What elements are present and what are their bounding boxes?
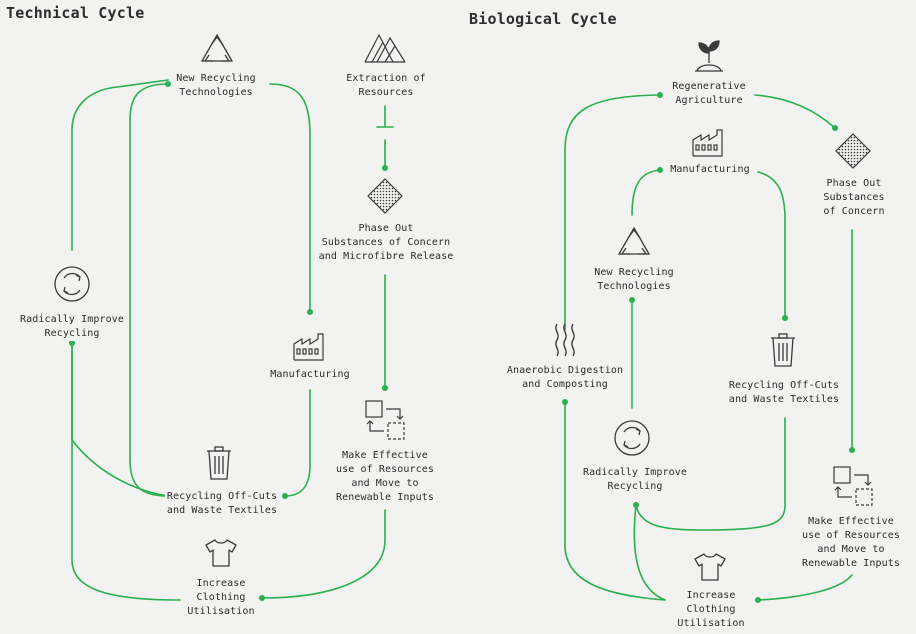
tech-manufacturing: Manufacturing <box>268 368 352 382</box>
heat-waves-icon <box>552 322 578 358</box>
diamond-pattern-icon <box>835 133 871 169</box>
connector-bio-anaerobic-to-regen <box>564 94 661 331</box>
tshirt-icon <box>693 552 727 582</box>
sprout-icon <box>693 37 725 73</box>
recycle-triangle-icon <box>200 33 234 63</box>
tshirt-icon <box>204 538 238 568</box>
tech-recycling-offcuts: Recycling Off-Cuts and Waste Textiles <box>164 490 280 518</box>
connector-tech-new-to-manufacturing <box>269 83 311 313</box>
connector-tech-radically-to-new <box>71 79 169 251</box>
bio-radically-improve-recycling: Radically Improve Recycling <box>580 466 690 494</box>
tech-increase-clothing-utilisation: Increase Clothing Utilisation <box>185 577 257 619</box>
trash-bin-icon <box>205 445 233 481</box>
resource-squares-icon <box>832 465 874 507</box>
cycle-arrows-icon <box>52 264 92 304</box>
tech-phase-out-substances: Phase Out Substances of Concern and Micr… <box>316 222 456 264</box>
diamond-pattern-icon <box>367 178 403 214</box>
connector-tech-manufacturing-to-offcuts <box>284 389 311 497</box>
biological-cycle-title: Biological Cycle <box>469 10 617 28</box>
connector-bio-radically-to-increase <box>633 504 666 601</box>
connector-bio-manufacturing-to-offcuts <box>757 171 786 319</box>
bio-recycling-offcuts: Recycling Off-Cuts and Waste Textiles <box>726 379 842 407</box>
bio-new-recycling-technologies: New Recycling Technologies <box>592 266 676 294</box>
connector-tech-increase-to-radically <box>71 342 181 601</box>
connector-tech-extraction-to-phase <box>376 105 394 169</box>
bio-manufacturing: Manufacturing <box>668 163 752 177</box>
connector-bio-make-to-increase <box>757 574 853 601</box>
trash-bin-icon <box>769 332 797 368</box>
bio-phase-out-substances: Phase Out Substances of Concern <box>821 177 887 219</box>
cycle-arrows-icon <box>612 418 652 458</box>
connector-tech-offcuts-to-new-inner <box>129 83 169 497</box>
bio-increase-clothing-utilisation: Increase Clothing Utilisation <box>675 589 747 631</box>
factory-icon <box>292 332 326 362</box>
tech-radically-improve-recycling: Radically Improve Recycling <box>17 313 127 341</box>
recycle-triangle-icon <box>617 226 651 256</box>
technical-cycle-title: Technical Cycle <box>6 4 145 22</box>
resource-squares-icon <box>364 399 406 441</box>
mountain-icon <box>363 32 407 64</box>
factory-icon <box>691 128 725 158</box>
tech-make-effective-use: Make Effective use of Resources and Move… <box>334 449 436 505</box>
connector-bio-anaerobic-to-increase <box>564 401 666 601</box>
connector-tech-make-to-increase <box>261 509 386 599</box>
bio-regenerative-agriculture: Regenerative Agriculture <box>670 80 748 108</box>
connector-tech-offcuts-to-radically <box>71 342 169 497</box>
connector-bio-new-to-manufacturing <box>631 169 661 216</box>
tech-extraction-of-resources: Extraction of Resources <box>344 72 428 100</box>
tech-new-recycling-technologies: New Recycling Technologies <box>174 72 258 100</box>
bio-anaerobic-digestion: Anaerobic Digestion and Composting <box>504 364 626 392</box>
connector-bio-offcuts-to-radically <box>635 417 786 531</box>
bio-make-effective-use: Make Effective use of Resources and Move… <box>800 515 902 571</box>
connector-bio-regen-to-phase <box>754 94 836 129</box>
